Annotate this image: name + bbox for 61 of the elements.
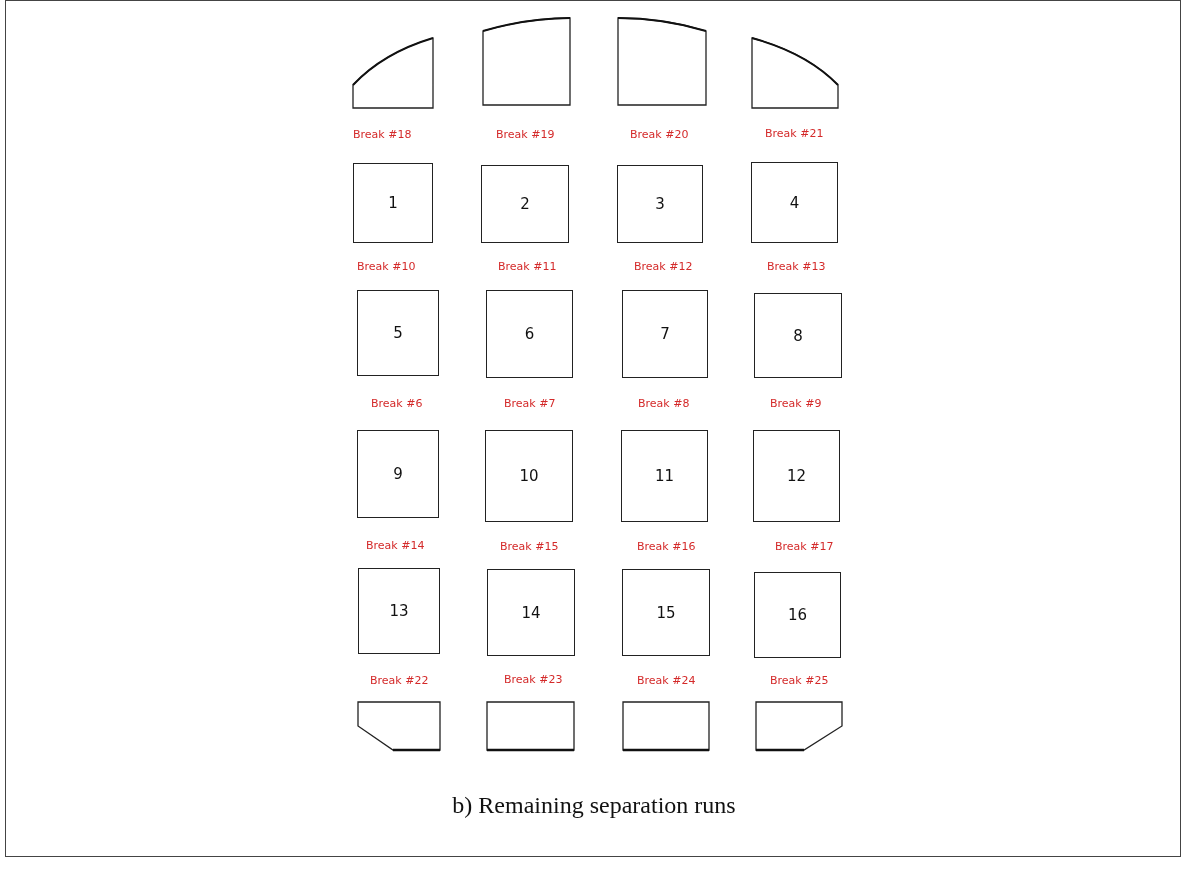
break-label: Break #24	[637, 674, 696, 687]
box-number: 11	[654, 467, 675, 485]
break-label: Break #22	[370, 674, 429, 687]
break-label: Break #12	[634, 260, 693, 273]
end-piece-shape	[358, 702, 440, 750]
numbered-box	[481, 165, 569, 243]
break-label: Break #13	[767, 260, 826, 273]
box-number: 12	[786, 467, 807, 485]
numbered-box	[486, 290, 573, 378]
break-label: Break #6	[371, 397, 423, 410]
box-number: 16	[787, 606, 808, 624]
box-number: 15	[656, 603, 676, 622]
box-number: 8	[793, 326, 803, 345]
numbered-box	[353, 163, 433, 243]
break-label: Break #16	[637, 540, 696, 553]
end-piece-shape	[752, 38, 838, 108]
break-label: Break #14	[366, 539, 425, 552]
box-number: 1	[388, 194, 398, 212]
break-label: Break #10	[357, 260, 416, 273]
numbered-box	[617, 165, 703, 243]
box-number: 2	[520, 195, 530, 213]
numbered-box	[357, 430, 439, 518]
break-label: Break #15	[500, 540, 559, 553]
box-number: 13	[389, 602, 409, 620]
numbered-box	[753, 430, 840, 522]
break-label: Break #17	[775, 540, 834, 553]
numbered-box	[622, 290, 708, 378]
break-label: Break #7	[504, 397, 556, 410]
numbered-box	[754, 572, 841, 658]
end-piece-shape	[618, 18, 706, 105]
break-label: Break #23	[504, 673, 563, 686]
box-number: 9	[393, 465, 403, 483]
end-piece-shape	[756, 702, 842, 750]
break-label: Break #8	[638, 397, 690, 410]
box-number: 4	[789, 193, 800, 212]
figure-caption: b) Remaining separation runs	[452, 792, 736, 818]
numbered-box	[751, 162, 838, 243]
box-number: 14	[521, 603, 541, 622]
numbered-box	[357, 290, 439, 376]
break-label: Break #11	[498, 260, 557, 273]
numbered-box	[487, 569, 575, 656]
box-number: 6	[524, 325, 535, 343]
box-number: 10	[519, 467, 539, 485]
numbered-box	[485, 430, 573, 522]
numbered-box	[621, 430, 708, 522]
break-label: Break #19	[496, 128, 555, 141]
break-label: Break #18	[353, 128, 412, 141]
end-piece-shape	[623, 702, 709, 750]
numbered-box	[754, 293, 842, 378]
box-number: 7	[660, 325, 670, 343]
break-label: Break #25	[770, 674, 829, 687]
end-piece-shape	[353, 38, 433, 108]
numbered-box	[358, 568, 440, 654]
end-piece-shape	[487, 702, 574, 750]
break-label: Break #20	[630, 128, 689, 141]
end-piece-shape	[483, 18, 570, 105]
box-number: 5	[393, 324, 403, 342]
break-label: Break #9	[770, 397, 822, 410]
box-number: 3	[655, 195, 665, 213]
numbered-box	[622, 569, 710, 656]
break-label: Break #21	[765, 127, 824, 140]
